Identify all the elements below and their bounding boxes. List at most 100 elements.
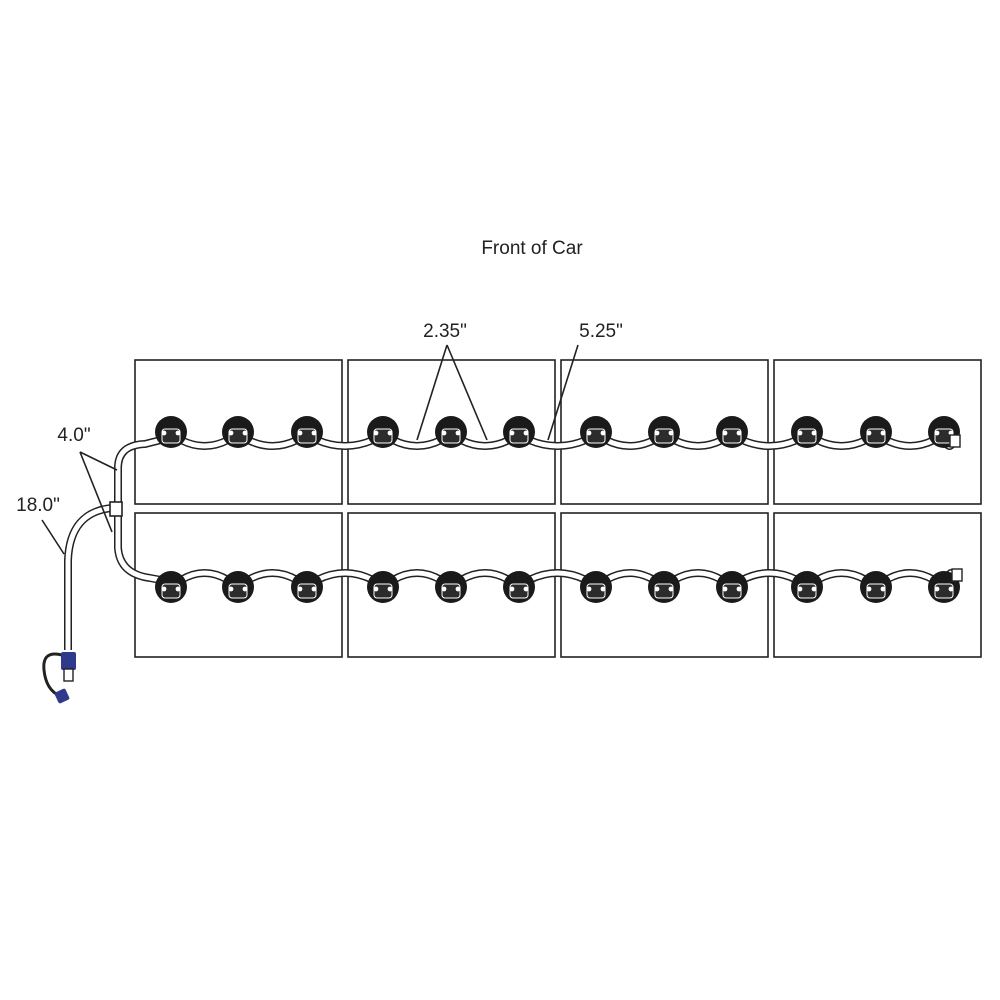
callouts-layer: 2.35" 5.25" 4.0" 18.0" (16, 321, 623, 555)
cap-float (509, 428, 529, 444)
watering-cap-icon (791, 416, 823, 448)
dim-label-feed-line: 18.0" (16, 495, 60, 516)
cap-port-left (228, 430, 234, 436)
quick-connect-icon (42, 652, 76, 704)
cap-float (934, 583, 954, 599)
cap-port-left (722, 430, 728, 436)
cap-port-left (934, 586, 940, 592)
cap-float (654, 428, 674, 444)
cap-port-right (880, 586, 886, 592)
dim-label-post-spacing: 2.35" (423, 321, 467, 342)
watering-cap-icon (155, 571, 187, 603)
cap-float (441, 583, 461, 599)
cap-port-right (311, 586, 317, 592)
watering-cap-icon (648, 571, 680, 603)
cap-float (297, 428, 317, 444)
cap-port-right (811, 586, 817, 592)
watering-cap-icon (791, 571, 823, 603)
cap-port-right (523, 430, 529, 436)
cap-float (161, 583, 181, 599)
cap-port-left (654, 586, 660, 592)
connector-loop (42, 652, 63, 698)
cap-port-left (797, 586, 803, 592)
cap-float (228, 583, 248, 599)
battery-grid (134, 359, 982, 658)
cap-port-left (586, 430, 592, 436)
cap-port-left (722, 586, 728, 592)
cap-float (161, 428, 181, 444)
watering-cap-icon (648, 416, 680, 448)
leader-tee-branch-upper (79, 451, 118, 471)
leader-battery-link (547, 344, 579, 441)
watering-cap-icon (291, 416, 323, 448)
dim-label-battery-link: 5.25" (579, 321, 623, 342)
watering-cap-icon (716, 416, 748, 448)
cap-port-right (668, 586, 674, 592)
leader-tee-branch-lower (79, 451, 113, 533)
cap-port-right (387, 586, 393, 592)
dim-label-tee-branch: 4.0" (57, 425, 90, 446)
watering-cap-icon (367, 571, 399, 603)
cap-port-left (797, 430, 803, 436)
watering-cap-icon (222, 571, 254, 603)
cap-float (297, 583, 317, 599)
cap-port-right (175, 586, 181, 592)
fittings-layer (42, 434, 963, 704)
watering-cap-icon (222, 416, 254, 448)
cap-port-right (311, 430, 317, 436)
cap-port-right (880, 430, 886, 436)
cap-port-right (668, 430, 674, 436)
cap-port-right (600, 586, 606, 592)
cap-port-left (654, 430, 660, 436)
watering-cap-icon (503, 416, 535, 448)
cap-port-left (297, 430, 303, 436)
connector-tip (54, 688, 70, 704)
cap-port-right (948, 430, 954, 436)
watering-cap-icon (580, 416, 612, 448)
cap-port-right (736, 430, 742, 436)
watering-cap-icon (716, 571, 748, 603)
cap-float (509, 583, 529, 599)
cap-float (722, 583, 742, 599)
cap-float (441, 428, 461, 444)
cap-port-left (586, 586, 592, 592)
watering-cap-icon (435, 571, 467, 603)
watering-cap-icon (367, 416, 399, 448)
end-plug-top (949, 434, 961, 448)
cap-port-left (373, 430, 379, 436)
cap-port-right (175, 430, 181, 436)
cap-float (722, 428, 742, 444)
cap-port-right (242, 430, 248, 436)
watering-cap-icon (435, 416, 467, 448)
watering-cap-icon (580, 571, 612, 603)
cap-port-left (866, 430, 872, 436)
cap-port-left (509, 430, 515, 436)
watering-cap-icon (291, 571, 323, 603)
cap-port-left (441, 586, 447, 592)
cap-float (228, 428, 248, 444)
cap-port-left (373, 586, 379, 592)
cap-port-right (600, 430, 606, 436)
cap-port-left (228, 586, 234, 592)
cap-port-right (455, 430, 461, 436)
caps-layer (155, 416, 960, 603)
cap-port-left (866, 586, 872, 592)
cap-port-right (455, 586, 461, 592)
diagram-title: Front of Car (481, 238, 583, 259)
cap-port-left (161, 430, 167, 436)
leader-post-spacing-right (446, 344, 488, 441)
watering-cap-icon (155, 416, 187, 448)
cap-port-left (509, 586, 515, 592)
tee-fitting-icon (109, 501, 123, 517)
cap-port-right (387, 430, 393, 436)
cap-port-left (297, 586, 303, 592)
cap-port-left (934, 430, 940, 436)
cap-float (866, 583, 886, 599)
leader-feed-line (41, 519, 65, 555)
cap-port-right (523, 586, 529, 592)
cap-port-left (441, 430, 447, 436)
watering-cap-icon (860, 571, 892, 603)
cap-float (586, 428, 606, 444)
connector-neck (63, 668, 74, 682)
